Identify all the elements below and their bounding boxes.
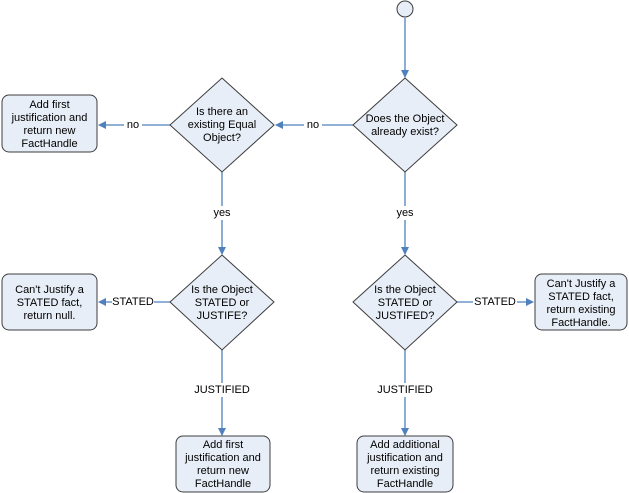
svg-text:FactHandle: FactHandle xyxy=(21,138,77,150)
box-cant-justify-existing: Can't Justify a STATED fact, return exis… xyxy=(534,273,628,331)
svg-text:yes: yes xyxy=(396,207,414,219)
edge-label-no: no xyxy=(304,118,322,132)
svg-text:FactHandle: FactHandle xyxy=(377,478,433,490)
svg-text:STATED or: STATED or xyxy=(378,297,433,309)
edge-label-no: no xyxy=(124,118,142,132)
svg-text:return existing: return existing xyxy=(546,304,615,316)
svg-text:existing Equal: existing Equal xyxy=(188,119,257,131)
box-add-additional: Add additional justification and return … xyxy=(356,435,454,493)
decision-left-stated-justified: Is the Object STATED or JUSTIFE? xyxy=(169,254,275,351)
svg-text:return new: return new xyxy=(197,465,249,477)
svg-text:Add additional: Add additional xyxy=(370,439,440,451)
svg-text:Is there an: Is there an xyxy=(196,106,248,118)
svg-text:Object?: Object? xyxy=(203,132,241,144)
svg-text:FactHandle: FactHandle xyxy=(195,478,251,490)
svg-text:no: no xyxy=(307,119,319,131)
svg-text:return null.: return null. xyxy=(24,310,76,322)
svg-text:yes: yes xyxy=(213,207,231,219)
svg-text:already exist?: already exist? xyxy=(371,126,439,138)
decision-object-exists: Does the Object already exist? xyxy=(352,77,458,173)
box-add-first-bottom: Add first justification and return new F… xyxy=(175,435,271,493)
svg-text:Can't Justify a: Can't Justify a xyxy=(15,284,85,296)
svg-text:STATED fact,: STATED fact, xyxy=(548,291,614,303)
svg-text:Is the Object: Is the Object xyxy=(374,284,436,296)
svg-text:STATED or: STATED or xyxy=(195,297,250,309)
svg-text:FactHandle.: FactHandle. xyxy=(551,317,610,329)
svg-text:justification and: justification and xyxy=(184,452,261,464)
edge-label-stated: STATED xyxy=(112,295,154,309)
svg-text:justification and: justification and xyxy=(366,452,443,464)
svg-text:STATED fact,: STATED fact, xyxy=(17,297,83,309)
svg-text:return existing: return existing xyxy=(370,465,439,477)
edge-label-yes: yes xyxy=(211,206,233,220)
edge-label-justified: JUSTIFIED xyxy=(194,383,250,397)
svg-text:Is the Object: Is the Object xyxy=(191,284,253,296)
edge-label-yes: yes xyxy=(394,206,416,220)
box-cant-justify-null: Can't Justify a STATED fact, return null… xyxy=(1,273,98,331)
start-node xyxy=(396,0,414,18)
svg-text:Can't Justify a: Can't Justify a xyxy=(547,278,617,290)
svg-text:Add first: Add first xyxy=(203,439,243,451)
box-add-first-top: Add first justification and return new F… xyxy=(1,94,98,153)
svg-text:return new: return new xyxy=(24,125,76,137)
svg-text:JUSTIFE?: JUSTIFE? xyxy=(197,310,248,322)
svg-text:JUSTIFIED: JUSTIFIED xyxy=(194,384,250,396)
decision-equal-object: Is there an existing Equal Object? xyxy=(169,77,275,173)
svg-text:justification and: justification and xyxy=(11,112,88,124)
svg-text:Add first: Add first xyxy=(29,99,69,111)
svg-text:STATED: STATED xyxy=(112,296,154,308)
svg-text:Does the Object: Does the Object xyxy=(366,113,445,125)
decision-right-stated-justified: Is the Object STATED or JUSTIFED? xyxy=(352,254,458,351)
edge-label-stated: STATED xyxy=(473,295,517,309)
svg-text:STATED: STATED xyxy=(474,296,516,308)
edge-label-justified: JUSTIFIED xyxy=(377,383,433,397)
svg-text:JUSTIFED?: JUSTIFED? xyxy=(376,310,435,322)
svg-text:no: no xyxy=(127,119,139,131)
svg-text:JUSTIFIED: JUSTIFIED xyxy=(377,384,433,396)
